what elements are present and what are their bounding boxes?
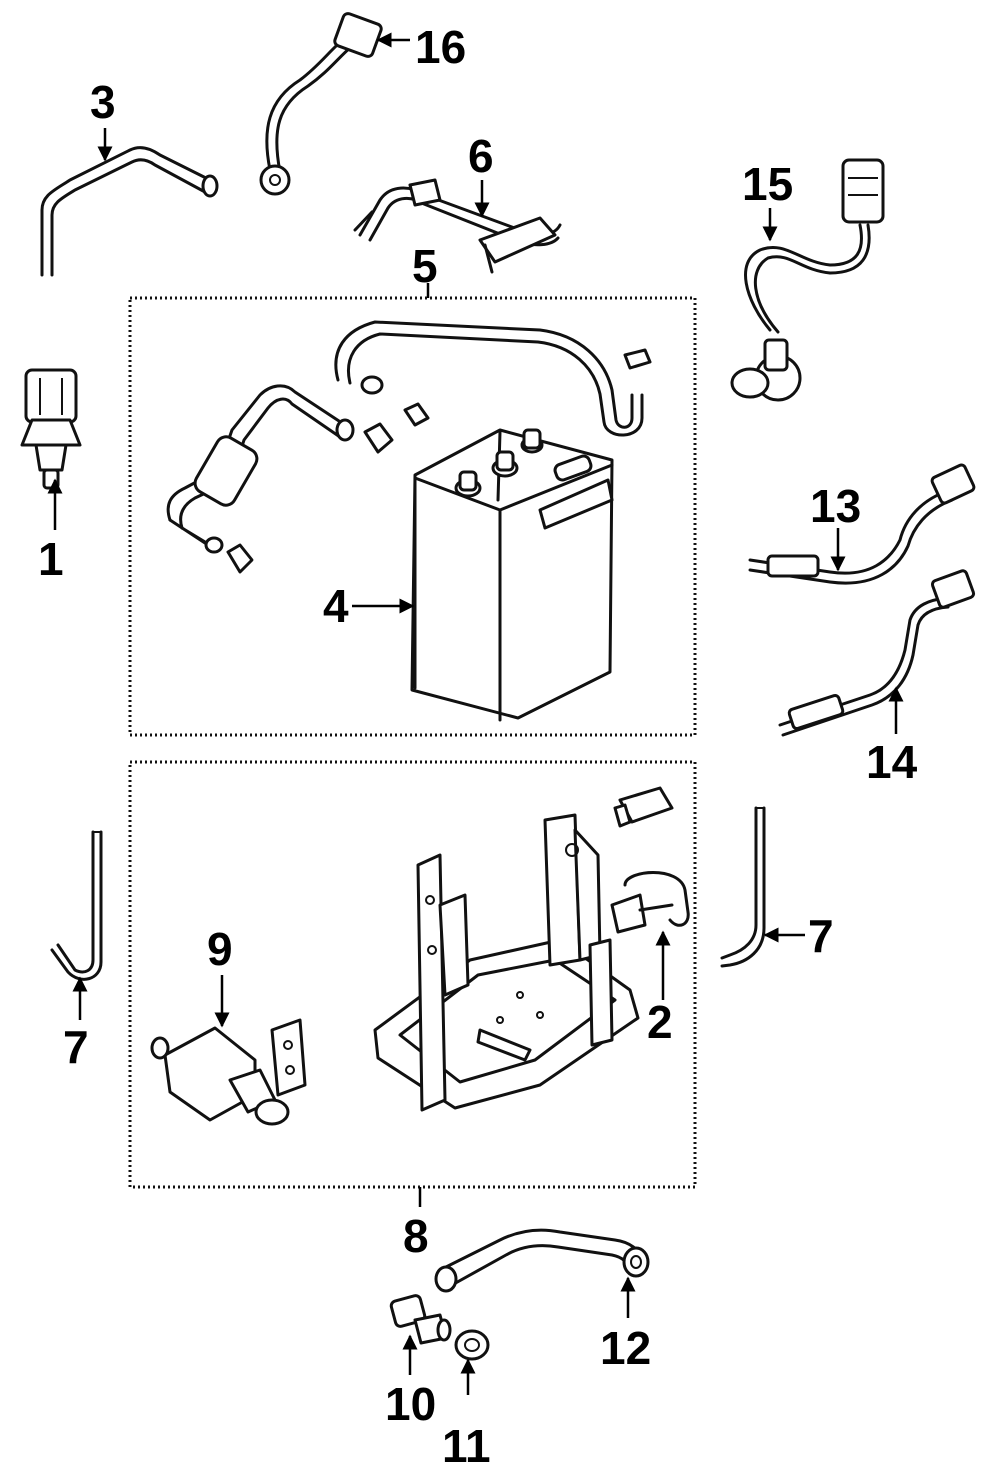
part-2-clamp-icon bbox=[610, 786, 690, 934]
callout-10: 10 bbox=[385, 1378, 436, 1430]
part-11-grommet-icon bbox=[454, 1329, 490, 1361]
part-6-bracket-icon bbox=[353, 178, 562, 274]
callout-5: 5 bbox=[412, 240, 438, 292]
callout-2: 2 bbox=[647, 996, 673, 1048]
callout-1: 1 bbox=[38, 533, 64, 585]
canister-group-box bbox=[128, 296, 697, 737]
part-3-hose-icon bbox=[40, 146, 219, 277]
part-7-right-tube-icon bbox=[720, 806, 766, 968]
part-8-bracket-icon bbox=[373, 813, 640, 1112]
callout-12: 12 bbox=[600, 1322, 651, 1374]
part-15-sensor-icon bbox=[730, 158, 885, 402]
part-5-hose-assembly-icon bbox=[166, 320, 652, 574]
part-13-sensor-icon bbox=[748, 463, 976, 585]
callout-13: 13 bbox=[810, 480, 861, 532]
callout-11: 11 bbox=[442, 1420, 491, 1472]
part-16-cable-icon bbox=[259, 12, 383, 196]
part-9-solenoid-icon bbox=[150, 1018, 307, 1126]
callout-3: 3 bbox=[90, 76, 116, 128]
leader-lines bbox=[47, 32, 904, 1395]
part-4-canister-icon bbox=[410, 428, 614, 722]
callout-14: 14 bbox=[866, 736, 918, 788]
callout-9: 9 bbox=[207, 923, 233, 975]
part-7-left-tube-icon bbox=[50, 830, 103, 981]
part-10-fitting-icon bbox=[389, 1294, 452, 1345]
callout-4: 4 bbox=[323, 580, 349, 632]
callout-7-left: 7 bbox=[63, 1021, 89, 1073]
part-14-sensor-icon bbox=[778, 569, 976, 737]
callout-8: 8 bbox=[403, 1210, 429, 1262]
part-1-valve-icon bbox=[20, 368, 82, 490]
callout-16: 16 bbox=[415, 21, 466, 73]
callout-15: 15 bbox=[742, 158, 793, 210]
part-12-hose-icon bbox=[434, 1228, 650, 1293]
callout-6: 6 bbox=[468, 130, 494, 182]
callout-7-right: 7 bbox=[808, 910, 834, 962]
